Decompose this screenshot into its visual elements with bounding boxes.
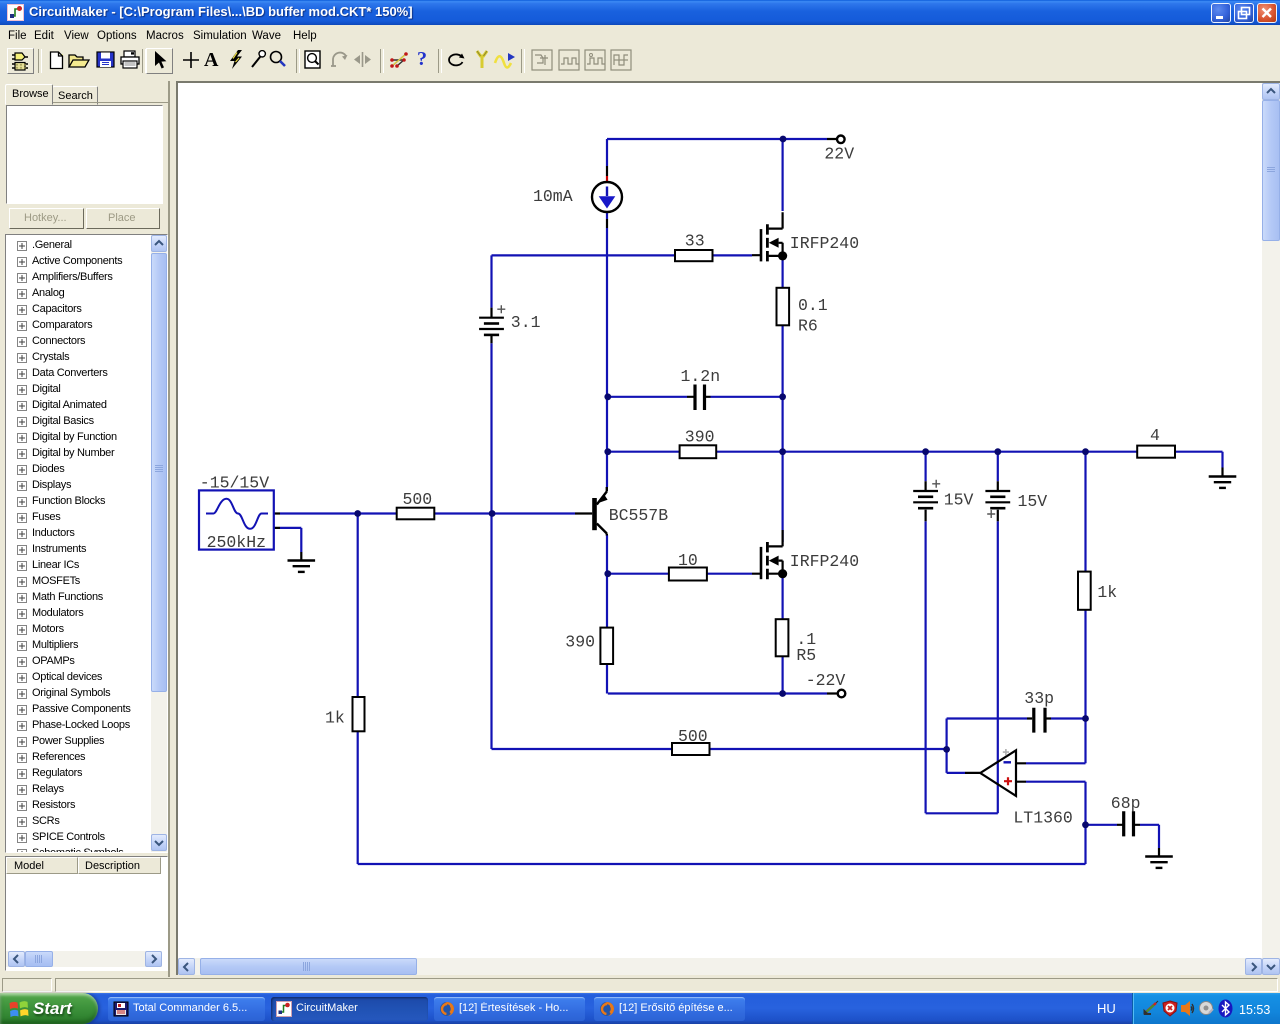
svg-text:250kHz: 250kHz	[207, 533, 266, 552]
svg-text:1k: 1k	[325, 708, 345, 727]
svg-text:1.2n: 1.2n	[681, 367, 721, 386]
svg-text:15V: 15V	[944, 491, 974, 510]
svg-text:10: 10	[678, 551, 698, 570]
svg-text:4: 4	[1150, 426, 1160, 445]
svg-text:390: 390	[685, 428, 715, 447]
svg-text:IRFP240: IRFP240	[790, 234, 859, 253]
svg-text:LT1360: LT1360	[1013, 809, 1072, 828]
svg-text:10mA: 10mA	[533, 187, 573, 206]
svg-text:R6: R6	[798, 317, 818, 336]
svg-text:68p: 68p	[1111, 794, 1141, 813]
svg-text:390: 390	[565, 633, 595, 652]
svg-text:3.1: 3.1	[511, 313, 541, 332]
svg-text:-15/15V: -15/15V	[200, 474, 269, 493]
svg-text:500: 500	[678, 727, 708, 746]
svg-text:33p: 33p	[1024, 689, 1054, 708]
svg-text:R5: R5	[796, 646, 816, 665]
svg-text:-22V: -22V	[806, 671, 846, 690]
svg-text:22V: 22V	[824, 145, 854, 164]
svg-text:BC557B: BC557B	[609, 506, 669, 525]
svg-text:1k: 1k	[1097, 583, 1117, 602]
svg-text:500: 500	[403, 490, 433, 509]
svg-text:0.1: 0.1	[798, 296, 828, 315]
svg-text:33: 33	[685, 232, 705, 251]
svg-text:IRFP240: IRFP240	[790, 552, 859, 571]
svg-text:.1: .1	[796, 630, 816, 649]
svg-text:15V: 15V	[1018, 492, 1048, 511]
